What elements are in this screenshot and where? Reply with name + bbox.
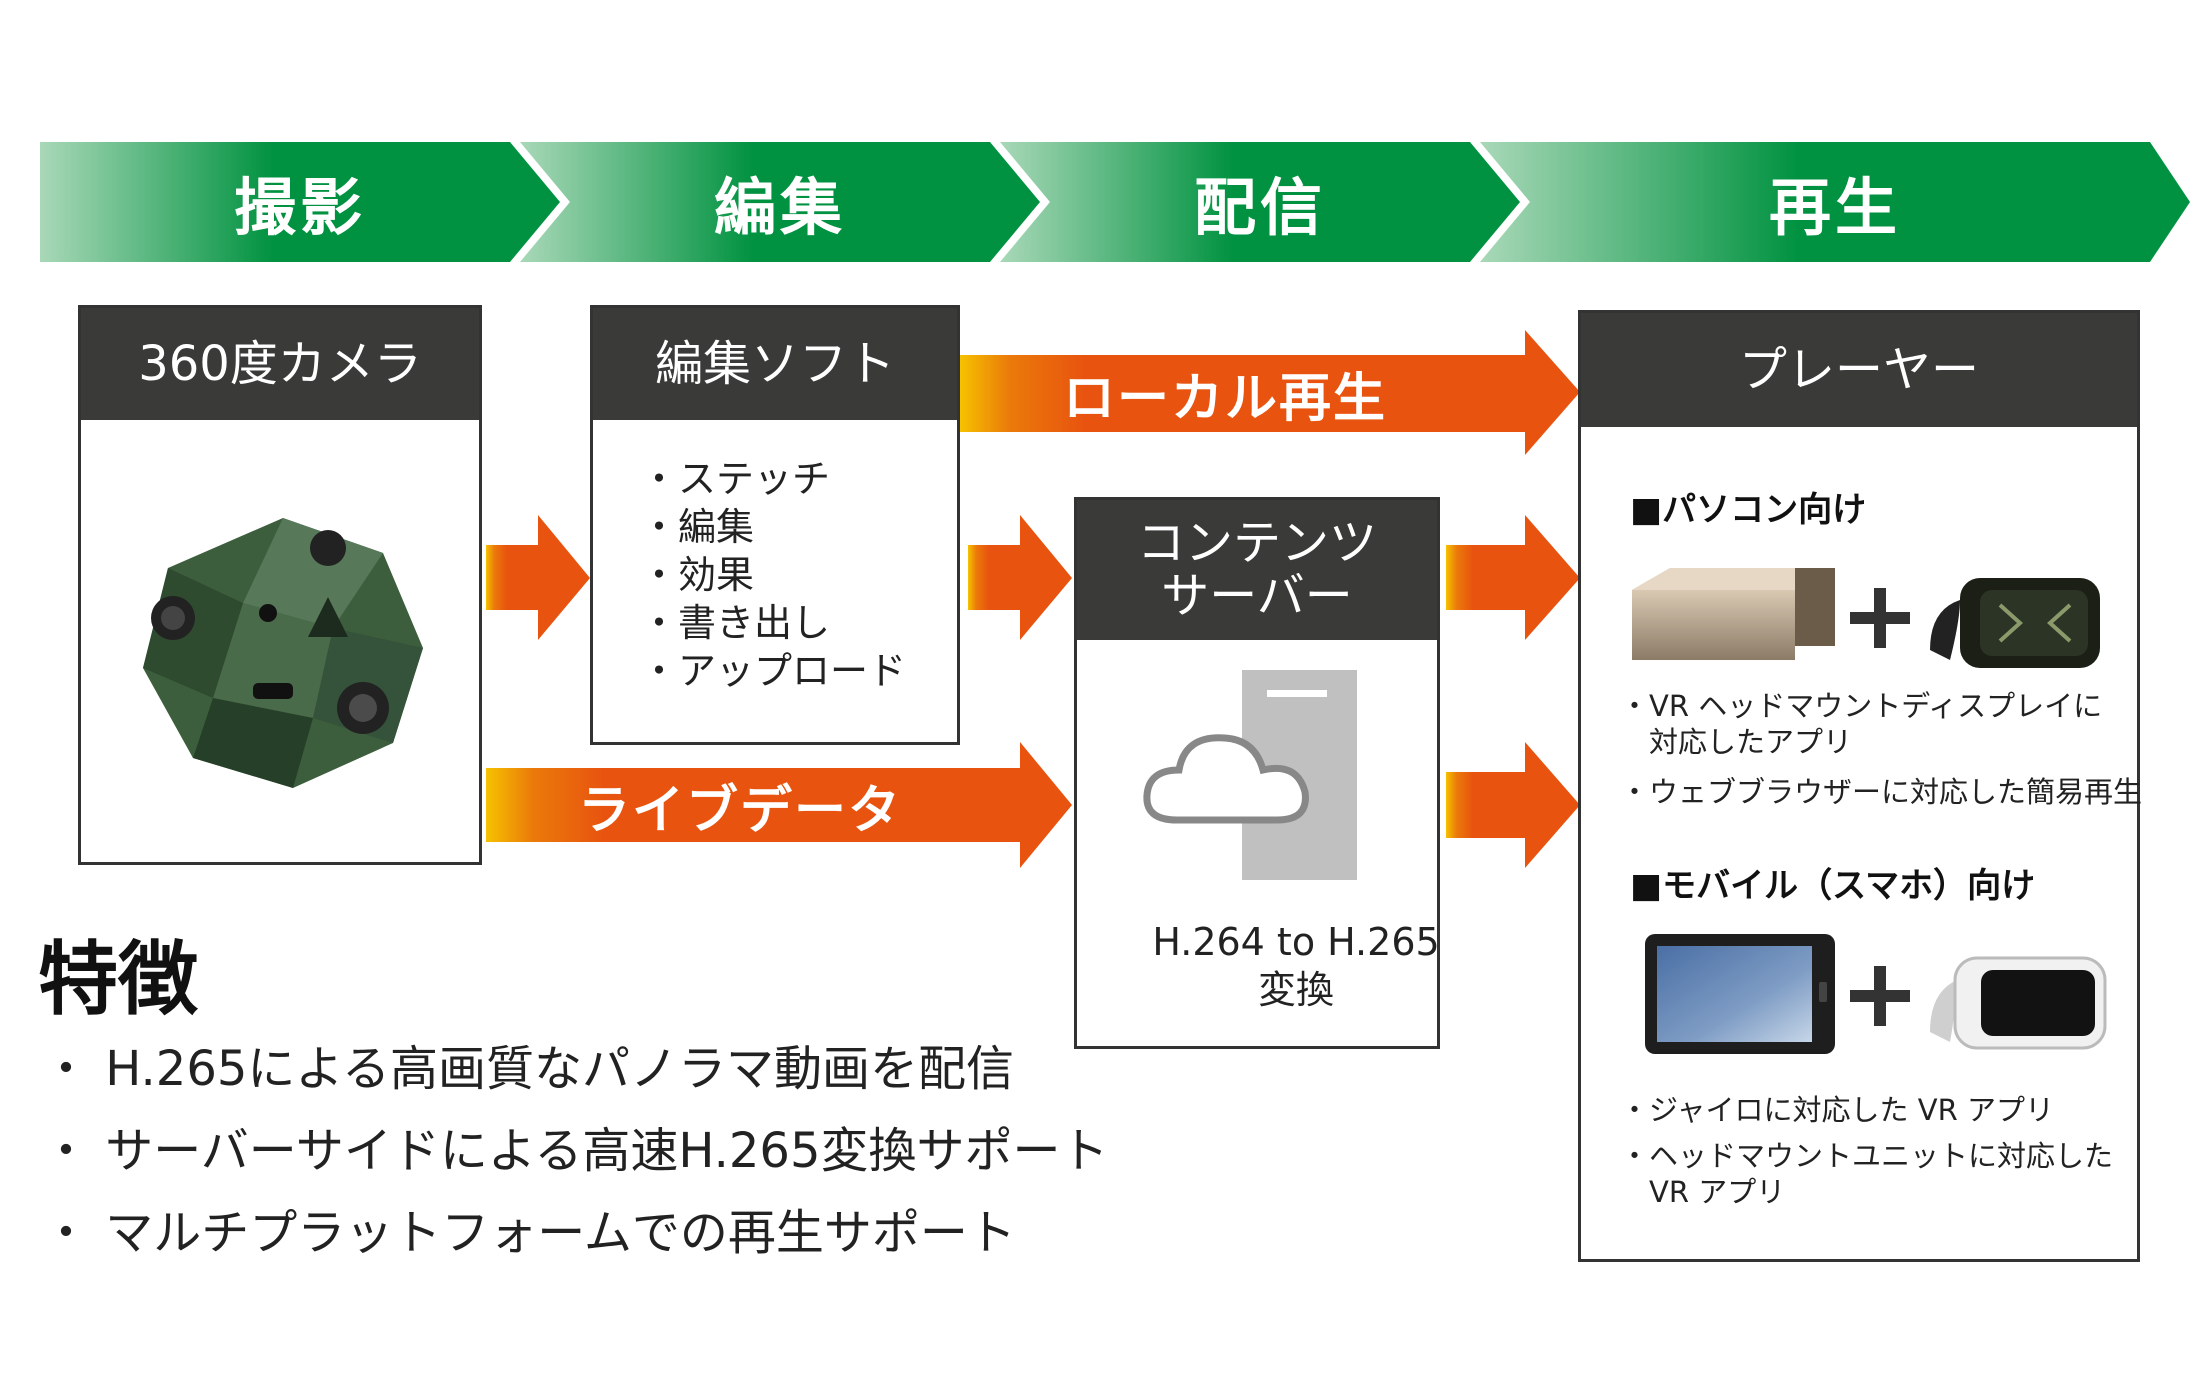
list-item: ステッチ — [640, 455, 906, 503]
mobile-section-heading: ■モバイル（スマホ）向け — [1630, 866, 2036, 906]
vr-headset-icon — [1930, 956, 2107, 1050]
stage-chevron-3 — [1000, 142, 1520, 262]
mobile-devices — [1645, 934, 2107, 1054]
pc-devices — [1632, 568, 2100, 668]
feature-item: H.265による高画質なパノラマ動画を配信 — [42, 1028, 1109, 1110]
list-item: 編集 — [640, 503, 906, 551]
stage-chevron-1 — [40, 142, 560, 262]
pc-section-heading: ■パソコン向け — [1630, 490, 1867, 530]
feature-item: サーバーサイドによる高速H.265変換サポート — [42, 1110, 1108, 1192]
stage-chevron-2 — [520, 142, 1040, 262]
feature-item: マルチプラットフォームでの再生サポート — [42, 1192, 1109, 1274]
camera-box: 360度カメラ — [78, 305, 482, 865]
server-box-title: コンテンツ サーバー — [1077, 500, 1437, 640]
local-play-label: ローカル再生 — [1062, 369, 1387, 429]
software-feature-list: ステッチ 編集 効果 書き出し アップロード — [640, 455, 906, 695]
features-title: 特徴 — [38, 933, 198, 1026]
features-list: H.265による高画質なパノラマ動画を配信 サーバーサイドによる高速H.265変… — [42, 1028, 1109, 1274]
server-icon — [1143, 670, 1357, 880]
server-conversion-text: H.264 to H.265 変換 — [1076, 918, 1516, 1014]
mobile-note-1: ・ジャイロに対応した VR アプリ — [1620, 1093, 2054, 1127]
vr-headset-icon — [1930, 578, 2100, 668]
player-box: プレーヤー — [1578, 310, 2140, 1262]
conversion-line2: 変換 — [1257, 968, 1334, 1012]
conversion-line1: H.264 to H.265 — [1152, 920, 1440, 964]
plus-icon — [1850, 588, 1910, 648]
camera-box-title: 360度カメラ — [81, 308, 479, 420]
pc-note-1: ・VR ヘッドマウントディスプレイに — [1620, 689, 2103, 723]
stage-label-distribution: 配信 — [1193, 171, 1326, 244]
mobile-note-2: ・ヘッドマウントユニットに対応した — [1620, 1139, 2114, 1173]
stage-label-playback: 再生 — [1768, 171, 1901, 244]
list-item: アップロード — [640, 647, 906, 695]
pc-notes: ・VR ヘッドマウントディスプレイに 対応したアプリ ・ウェブブラウザーに対応し… — [1620, 688, 2142, 810]
arrow-server-to-player-1 — [1446, 515, 1580, 640]
server-box: コンテンツ サーバー — [1074, 497, 1440, 1049]
arrow-local-play — [960, 330, 1580, 455]
stage-label-shooting: 撮影 — [233, 171, 366, 244]
player-box-title: プレーヤー — [1581, 313, 2137, 427]
cloud-icon — [1143, 734, 1309, 824]
plus-icon — [1850, 966, 1910, 1026]
mobile-notes: ・ジャイロに対応した VR アプリ ・ヘッドマウントユニットに対応した VR ア… — [1620, 1092, 2113, 1210]
arrow-camera-to-software — [486, 515, 590, 640]
stage-chevron-4 — [1480, 142, 2190, 262]
live-data-label: ライブデータ — [577, 780, 902, 841]
tablet-image — [1645, 934, 1835, 1054]
list-item: 効果 — [640, 551, 906, 599]
mobile-note-2-cont: VR アプリ — [1620, 1175, 1786, 1209]
list-item: 書き出し — [640, 599, 906, 647]
server-title-line2: サーバー — [1161, 568, 1353, 624]
stage-label-editing: 編集 — [713, 171, 846, 244]
arrow-server-to-player-2 — [1446, 742, 1580, 868]
camera-image — [143, 518, 423, 788]
pc-box-image — [1632, 568, 1835, 660]
pc-note-1-cont: 対応したアプリ — [1620, 725, 1853, 759]
arrow-live-data — [486, 742, 1072, 868]
pc-note-2: ・ウェブブラウザーに対応した簡易再生 — [1620, 775, 2143, 809]
arrow-software-to-server — [968, 515, 1072, 640]
server-title-line1: コンテンツ — [1136, 515, 1377, 572]
software-box-title: 編集ソフト — [593, 308, 957, 420]
